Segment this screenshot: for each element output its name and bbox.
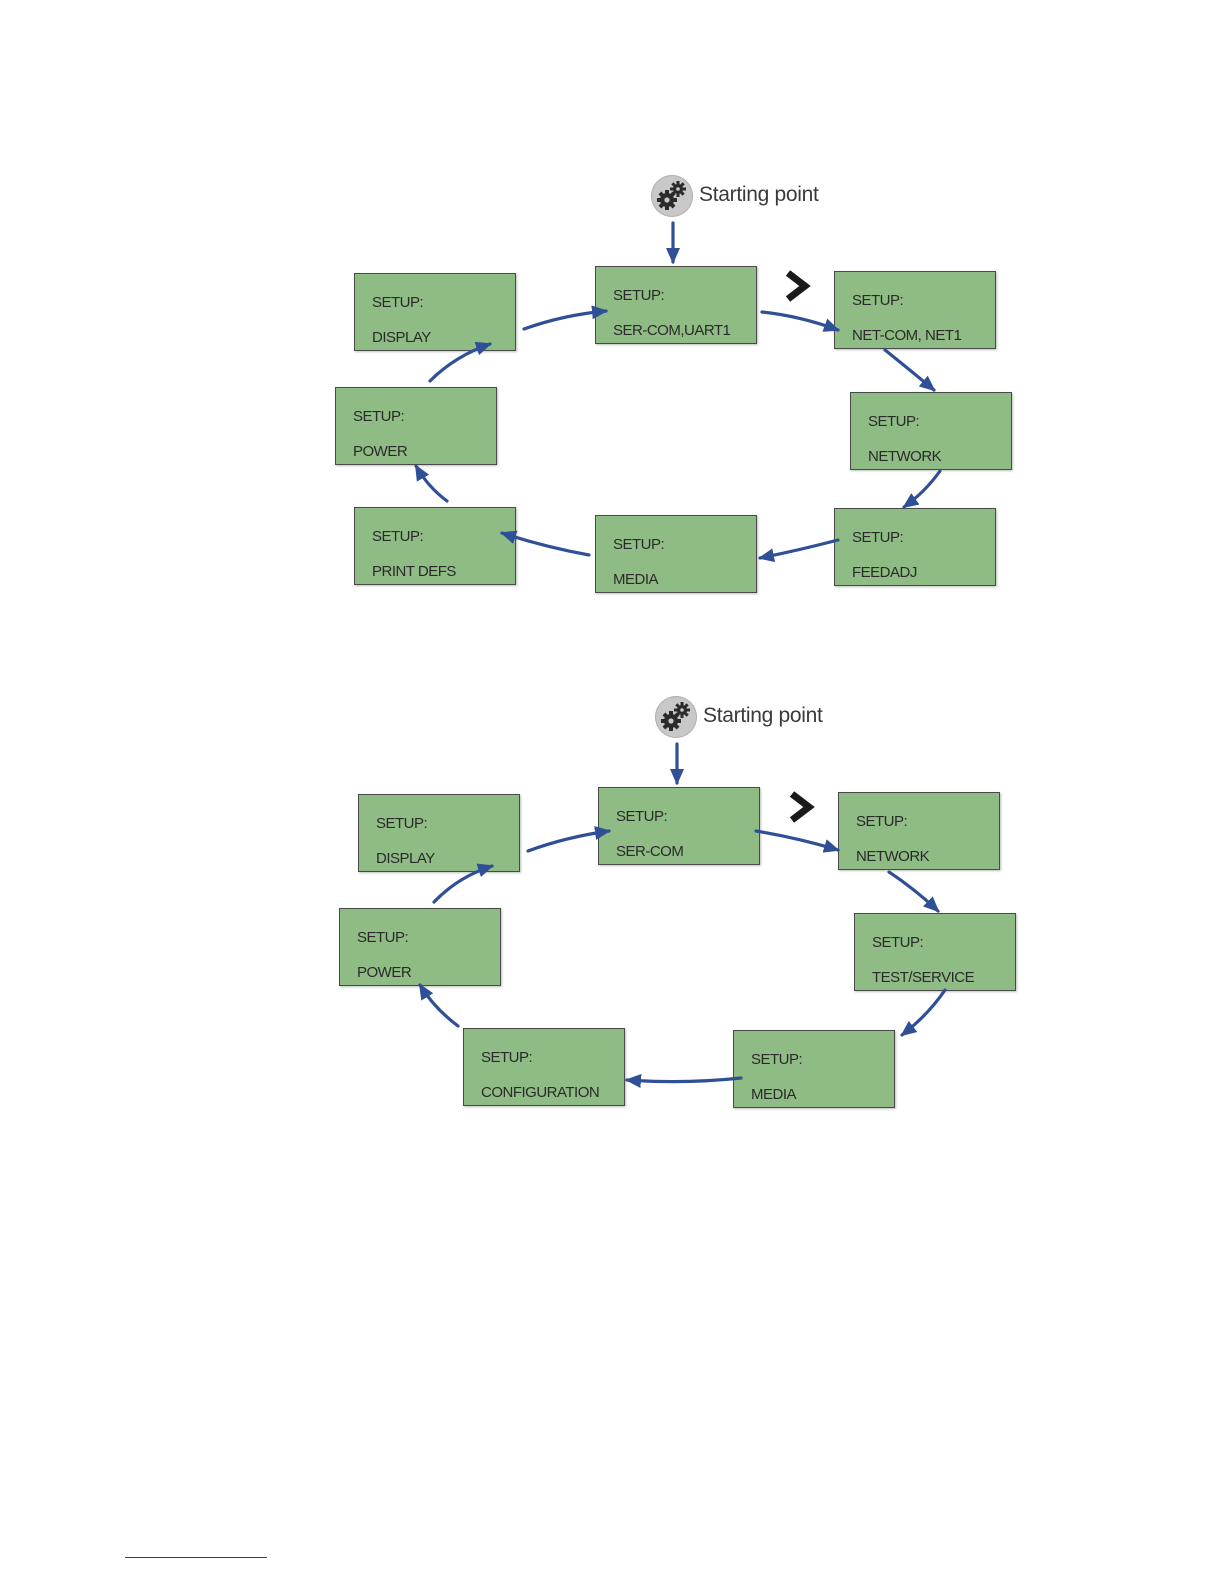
flow-arrow xyxy=(434,866,492,902)
flow-arrow xyxy=(627,1078,741,1082)
flow-arrow xyxy=(762,312,838,330)
flow-arrow xyxy=(889,872,938,911)
flow-arrow xyxy=(528,831,609,851)
flow-arrow xyxy=(756,831,838,850)
flow-arrow xyxy=(524,311,606,329)
flow-arrow xyxy=(430,344,490,381)
flow-arrow xyxy=(420,985,458,1026)
footnote-rule xyxy=(125,1557,267,1558)
flow-arrow xyxy=(502,533,589,555)
flow-arrow xyxy=(760,540,838,558)
flow-arrow xyxy=(902,990,945,1035)
flow-arrow xyxy=(885,350,934,390)
flow-arrow xyxy=(416,466,447,501)
flow-arrow xyxy=(904,471,940,507)
